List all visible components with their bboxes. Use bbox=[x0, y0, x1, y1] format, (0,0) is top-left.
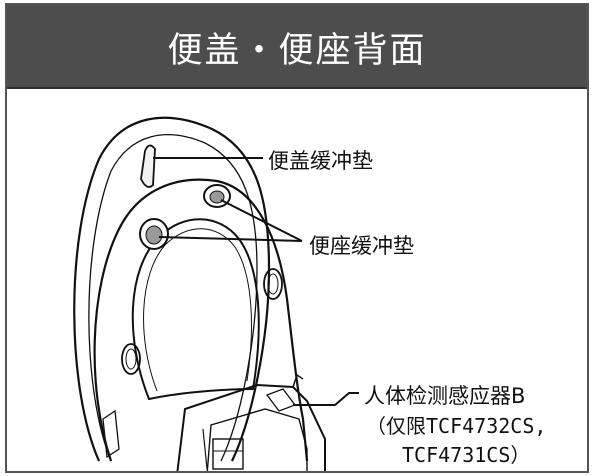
lid-inner-rim bbox=[88, 134, 258, 462]
toilet-seat-lid-illustration bbox=[73, 116, 359, 471]
sensor-label: 人体检测感应器B bbox=[364, 384, 526, 408]
seat-hole-left bbox=[121, 343, 141, 375]
diagram-panel: 便盖・便座背面 bbox=[5, 3, 589, 473]
lid-cushion-bumper bbox=[140, 144, 156, 188]
seat-opening-inner bbox=[143, 228, 252, 392]
lid-outline bbox=[73, 116, 271, 462]
panel-title: 便盖・便座背面 bbox=[7, 5, 587, 89]
seat-cushion-lower bbox=[139, 218, 169, 250]
leader-seat-cushion-upper bbox=[220, 199, 303, 242]
sensor-note-line-2: TCF4731CS） bbox=[402, 443, 531, 467]
sensor-note-line-1: （仅限TCF4732CS, bbox=[366, 414, 547, 438]
leader-sensor bbox=[293, 392, 359, 406]
seat-cushion-label: 便座缓冲垫 bbox=[309, 234, 414, 258]
leader-seat-cushion-lower bbox=[158, 236, 303, 242]
seat-hole-right bbox=[263, 268, 283, 300]
seat-outline bbox=[93, 178, 309, 462]
lid-cushion-label: 便盖缓冲垫 bbox=[268, 149, 373, 173]
sensor-unit bbox=[176, 383, 326, 471]
